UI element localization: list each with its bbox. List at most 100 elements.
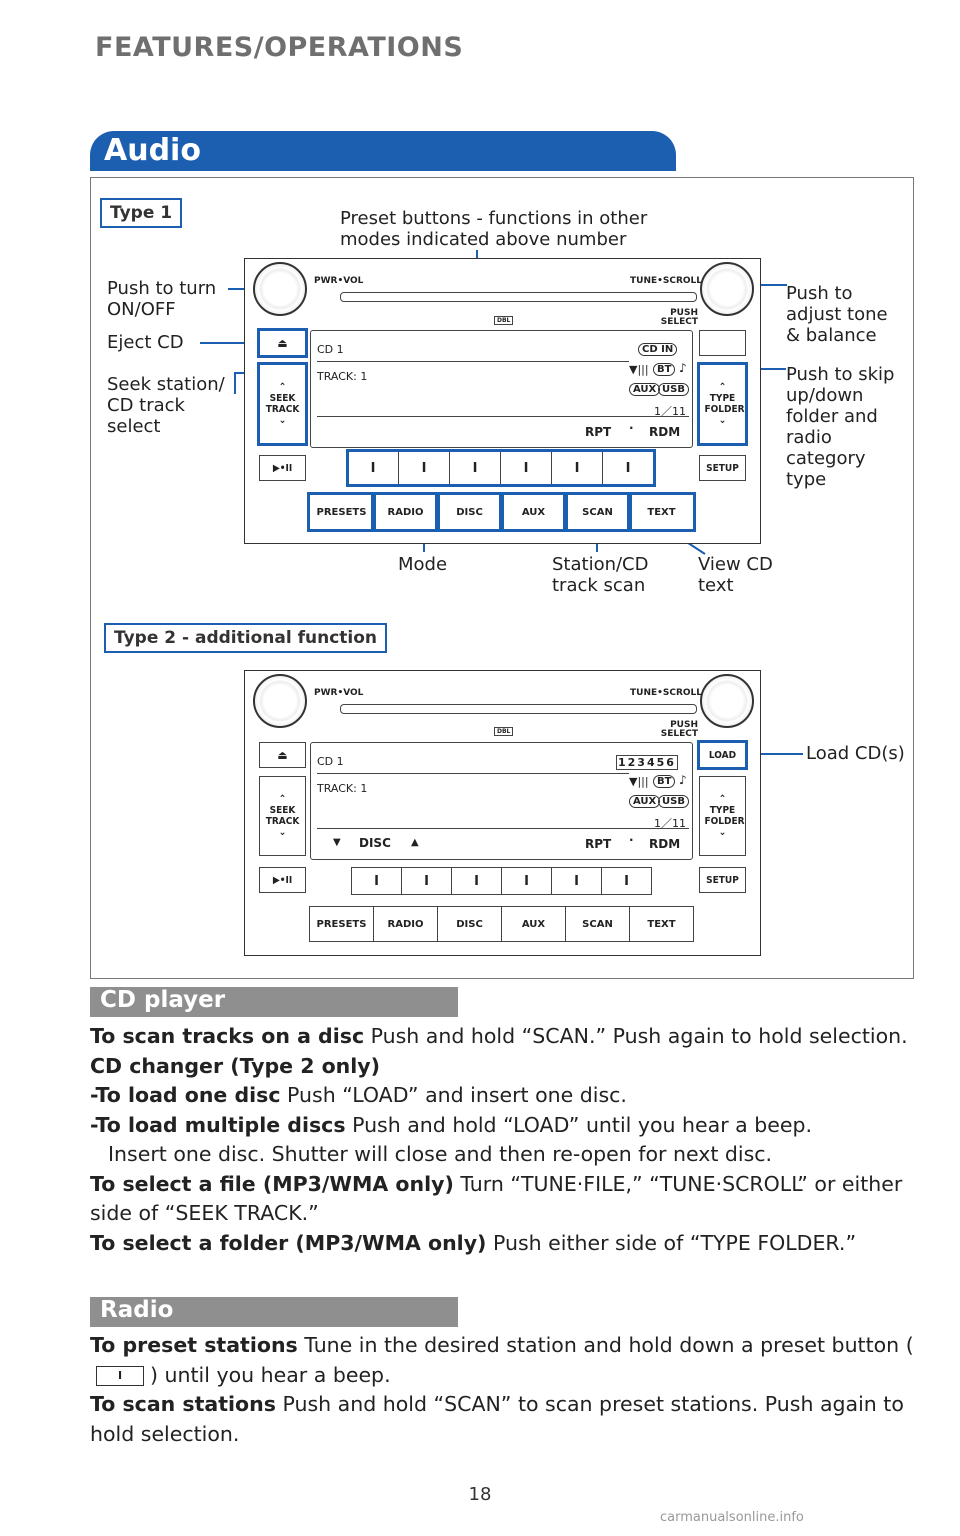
diagram-frame	[90, 177, 914, 979]
rpt-indicator: RPT	[585, 425, 612, 439]
cd-file-para: To select a file (MP3/WMA only) Turn “TU…	[90, 1171, 903, 1226]
preset-button-2-6[interactable]: I	[601, 867, 652, 895]
bt-badge: BT	[653, 363, 676, 376]
seek-track-button[interactable]: ⌃SEEK TRACK⌄	[257, 362, 308, 446]
display-count-2: 1／11	[654, 817, 686, 830]
power-label: Push to turn ON/OFF	[107, 278, 217, 320]
tune-scroll-knob[interactable]	[700, 262, 754, 316]
cd-player-title: CD player	[100, 987, 226, 1013]
tune-scroll-knob-2[interactable]	[700, 674, 754, 728]
pwr-vol-label: PWR•VOL	[314, 276, 364, 286]
play-pause-button[interactable]: ▶•II	[259, 455, 306, 481]
load-button[interactable]: LOAD	[697, 740, 748, 770]
preset-button-2-5[interactable]: I	[551, 867, 602, 895]
cd-changer-heading: CD changer (Type 2 only)	[90, 1053, 381, 1078]
disc-down-icon: ▼	[333, 837, 341, 848]
power-volume-knob[interactable]	[253, 262, 307, 316]
disc-button-2[interactable]: DISC	[437, 906, 502, 942]
preset-button-2-3[interactable]: I	[451, 867, 502, 895]
scan-button[interactable]: SCAN	[563, 492, 632, 532]
seek-track-button-2[interactable]: ⌃SEEK TRACK⌄	[259, 776, 306, 856]
presets-button[interactable]: PRESETS	[307, 492, 376, 532]
audio-section-bar: Audio	[90, 131, 676, 171]
presets-button-2[interactable]: PRESETS	[309, 906, 374, 942]
aux-badge-2: AUX	[629, 795, 661, 808]
preset-buttons: I I I I I I	[346, 449, 656, 487]
tune-scroll-label: TUNE•SCROLL	[630, 276, 703, 286]
load-leader	[747, 753, 803, 755]
cd-in-badge: CD IN	[638, 343, 678, 356]
play-pause-button-2[interactable]: ▶•II	[259, 867, 306, 893]
scan-button-2[interactable]: SCAN	[565, 906, 630, 942]
blank-right-button[interactable]	[699, 330, 746, 356]
eject-button-2[interactable]: ⏏	[259, 742, 306, 768]
rdm-indicator-2: RDM	[649, 837, 681, 851]
radio-button[interactable]: RADIO	[371, 492, 440, 532]
aux-badge: AUX	[629, 383, 661, 396]
disc-button[interactable]: DISC	[435, 492, 504, 532]
radio-button-2[interactable]: RADIO	[373, 906, 438, 942]
seek-leader-v	[234, 372, 236, 394]
type1-tag: Type 1	[100, 198, 183, 228]
text-button-2[interactable]: TEXT	[629, 906, 694, 942]
watermark: carmanualsonline.info	[660, 1510, 804, 1525]
cd-slot	[340, 292, 697, 302]
seek-label: Seek station/ CD track select	[107, 374, 225, 437]
mode-label: Mode	[398, 554, 448, 575]
eject-button[interactable]: ⏏	[257, 328, 308, 358]
preset-buttons-2: I I I I I I	[351, 867, 652, 895]
music-note-icon: ♪	[679, 361, 687, 375]
cd-slot-2	[340, 704, 697, 714]
tune-label: Push to adjust tone & balance	[786, 283, 888, 346]
page-header: FEATURES/OPERATIONS	[95, 32, 464, 63]
usb-badge-2: USB	[658, 795, 689, 808]
radio-scan-para: To scan stations Push and hold “SCAN” to…	[90, 1392, 904, 1446]
display-rule-3	[317, 773, 629, 774]
preset-button-1[interactable]: I	[347, 451, 399, 485]
audio-section-title: Audio	[104, 133, 201, 168]
signal-icon: ▼|||	[629, 363, 649, 376]
preset-button-5[interactable]: I	[551, 451, 603, 485]
aux-button[interactable]: AUX	[499, 492, 568, 532]
preset-button-2[interactable]: I	[398, 451, 450, 485]
power-volume-knob-2[interactable]	[253, 674, 307, 728]
preset-button-6[interactable]: I	[602, 451, 654, 485]
eject-label: Eject CD	[107, 332, 184, 353]
preset-button-4[interactable]: I	[500, 451, 552, 485]
display-screen: CD 1 TRACK: 1 CD IN ▼||| BT ♪ AUX USB 1／…	[310, 330, 693, 448]
dbl-logo-2: DBL	[494, 727, 514, 736]
preset-button-2-4[interactable]: I	[501, 867, 552, 895]
radio-section-bar: Radio	[90, 1297, 458, 1327]
tune-leader	[753, 284, 787, 286]
usb-badge: USB	[658, 383, 689, 396]
display-track-2: TRACK: 1	[317, 782, 368, 795]
aux-button-2[interactable]: AUX	[501, 906, 566, 942]
rdm-indicator: RDM	[649, 425, 681, 439]
signal-icon-2: ▼|||	[629, 775, 649, 788]
setup-button[interactable]: SETUP	[699, 455, 746, 481]
setup-button-2[interactable]: SETUP	[699, 867, 746, 893]
preset-label: Preset buttons - functions in other mode…	[340, 208, 648, 250]
preset-button-3[interactable]: I	[449, 451, 501, 485]
dot-indicator-2: ·	[629, 833, 634, 847]
preset-button-2-2[interactable]: I	[401, 867, 452, 895]
text-button[interactable]: TEXT	[627, 492, 696, 532]
dot-indicator: ·	[629, 421, 634, 435]
type-folder-label: Push to skip up/down folder and radio ca…	[786, 364, 895, 490]
tune-scroll-label-2: TUNE•SCROLL	[630, 688, 703, 698]
push-select-label-2: PUSH SELECT	[660, 720, 698, 739]
display-rule2	[317, 416, 689, 417]
bt-badge-2: BT	[653, 775, 676, 788]
display-cd-2: CD 1	[317, 755, 344, 768]
radio-body: To preset stations Tune in the desired s…	[90, 1331, 920, 1449]
page-number: 18	[468, 1484, 492, 1505]
radio-preset-para: To preset stations Tune in the desired s…	[90, 1333, 914, 1387]
type-folder-button[interactable]: ⌃TYPE FOLDER⌄	[697, 362, 748, 446]
type-folder-button-2[interactable]: ⌃TYPE FOLDER⌄	[699, 776, 746, 856]
preset-button-2-1[interactable]: I	[351, 867, 402, 895]
eject-leader	[200, 342, 258, 344]
cd-player-body: To scan tracks on a disc Push and hold “…	[90, 1022, 920, 1258]
cd-load-one-para: -To load one disc Push “LOAD” and insert…	[90, 1083, 627, 1107]
display-screen-2: CD 1 TRACK: 1 123456 ▼||| BT ♪ AUX USB 1…	[310, 742, 693, 860]
display-count: 1／11	[654, 405, 686, 418]
